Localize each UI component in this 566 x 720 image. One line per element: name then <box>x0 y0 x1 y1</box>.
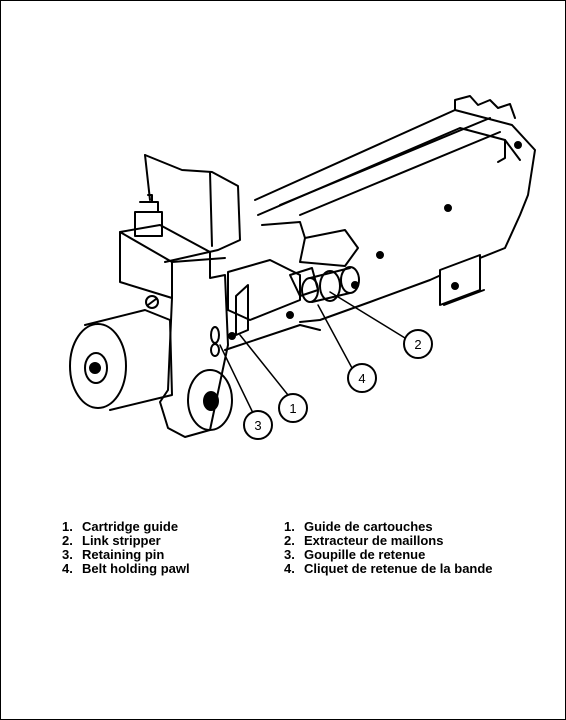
cartridge-guide-assembly <box>210 259 321 357</box>
callout-4-label: 4 <box>358 371 365 386</box>
callout-4: 4 <box>347 363 377 393</box>
legend-fr-number: 1. <box>284 519 295 534</box>
legend-french: 1. Guide de cartouches 2. Extracteur de … <box>284 520 493 576</box>
legend-fr-item-2: 2. Extracteur de maillons <box>284 534 493 548</box>
legend-en-text: Retaining pin <box>82 547 165 562</box>
legend-en-item-4: 4. Belt holding pawl <box>62 562 190 576</box>
legend-fr-number: 3. <box>284 547 295 562</box>
receiver-frame <box>254 95 536 323</box>
leader-3 <box>219 344 254 414</box>
legend-fr-text: Cliquet de retenue de la bande <box>304 561 493 576</box>
legend-en-item-1: 1. Cartridge guide <box>62 520 190 534</box>
front-block <box>119 194 229 438</box>
callout-2-label: 2 <box>414 337 421 352</box>
legend-english: 1. Cartridge guide 2. Link stripper 3. R… <box>62 520 190 576</box>
callout-leaders <box>219 291 406 414</box>
legend-en-number: 2. <box>62 533 73 548</box>
side-plate <box>144 154 241 263</box>
legend-en-number: 4. <box>62 561 73 576</box>
legend-fr-text: Goupille de retenue <box>304 547 426 562</box>
pawl-assembly <box>261 221 360 303</box>
legend-fr-number: 4. <box>284 561 295 576</box>
screw-details <box>145 141 522 309</box>
legend-en-item-2: 2. Link stripper <box>62 534 190 548</box>
legend-en-text: Belt holding pawl <box>82 561 190 576</box>
callout-1-label: 1 <box>289 401 296 416</box>
legend-fr-item-3: 3. Goupille de retenue <box>284 548 493 562</box>
legend-en-text: Cartridge guide <box>82 519 179 534</box>
legend-en-number: 3. <box>62 547 73 562</box>
legend-fr-item-1: 1. Guide de cartouches <box>284 520 493 534</box>
leader-4 <box>317 304 353 369</box>
legend-fr-text: Guide de cartouches <box>304 519 433 534</box>
barrel-cylinder <box>69 309 173 411</box>
leader-2 <box>329 291 406 339</box>
callout-1: 1 <box>278 393 308 423</box>
legend-fr-number: 2. <box>284 533 295 548</box>
legend-en-item-3: 3. Retaining pin <box>62 548 190 562</box>
callout-2: 2 <box>403 329 433 359</box>
legend-fr-item-4: 4. Cliquet de retenue de la bande <box>284 562 493 576</box>
legend-en-text: Link stripper <box>82 533 161 548</box>
callout-3-label: 3 <box>254 418 261 433</box>
leader-1 <box>239 334 289 396</box>
legend-en-number: 1. <box>62 519 73 534</box>
legend-fr-text: Extracteur de maillons <box>304 533 444 548</box>
lower-hub <box>187 369 233 431</box>
callout-3: 3 <box>243 410 273 440</box>
